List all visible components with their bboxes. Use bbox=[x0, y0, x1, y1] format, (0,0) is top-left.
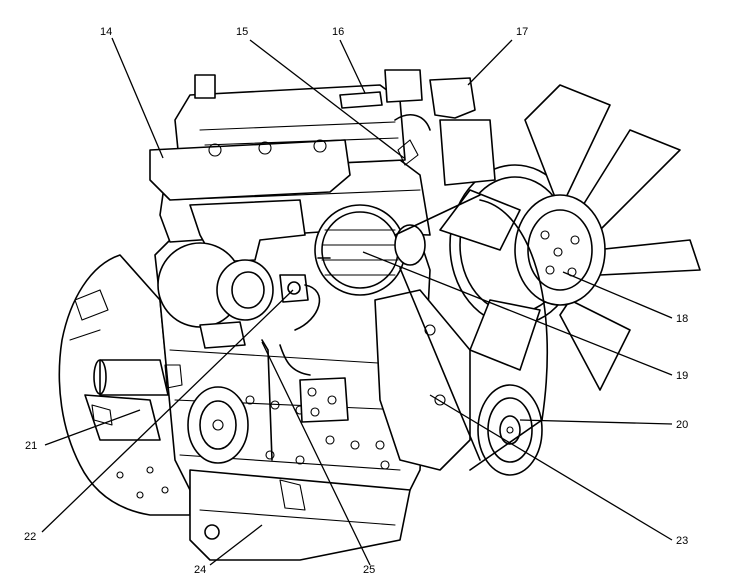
leader-16 bbox=[339, 39, 366, 94]
callout-20: 20 bbox=[676, 419, 688, 431]
leader-21 bbox=[44, 409, 141, 446]
drive-belt bbox=[394, 194, 548, 471]
starter-motor bbox=[84, 359, 183, 441]
leader-20 bbox=[519, 419, 673, 425]
thermostat-housing bbox=[394, 77, 496, 186]
dipstick-tube bbox=[261, 339, 273, 461]
callout-24: 24 bbox=[194, 564, 206, 576]
leader-23 bbox=[429, 394, 673, 541]
inlet-manifold bbox=[149, 139, 351, 201]
turbocharger bbox=[157, 242, 274, 349]
leader-17 bbox=[467, 39, 513, 86]
callout-17: 17 bbox=[516, 26, 528, 38]
leader-24 bbox=[209, 524, 263, 566]
callout-22: 22 bbox=[24, 531, 36, 543]
callout-25: 25 bbox=[363, 564, 375, 576]
leader-14 bbox=[111, 37, 164, 159]
leader-15 bbox=[249, 39, 405, 159]
callout-labels: 14 15 16 17 18 19 20 21 22 23 24 25 bbox=[24, 26, 688, 576]
leader-22 bbox=[41, 289, 294, 533]
alternator bbox=[314, 204, 426, 296]
callout-21: 21 bbox=[25, 440, 37, 452]
timing-case bbox=[374, 289, 471, 471]
callout-18: 18 bbox=[676, 313, 688, 325]
leader-lines bbox=[41, 37, 673, 566]
leader-25 bbox=[261, 341, 371, 566]
callout-23: 23 bbox=[676, 535, 688, 547]
fuel-injection-pump bbox=[187, 386, 249, 464]
leader-19 bbox=[362, 251, 673, 376]
leader-18 bbox=[562, 271, 673, 319]
callout-19: 19 bbox=[676, 370, 688, 382]
fuel-pump-area bbox=[279, 344, 349, 423]
callout-15: 15 bbox=[236, 26, 248, 38]
exhaust-manifold bbox=[189, 199, 306, 263]
callout-16: 16 bbox=[332, 26, 344, 38]
callout-14: 14 bbox=[100, 26, 112, 38]
